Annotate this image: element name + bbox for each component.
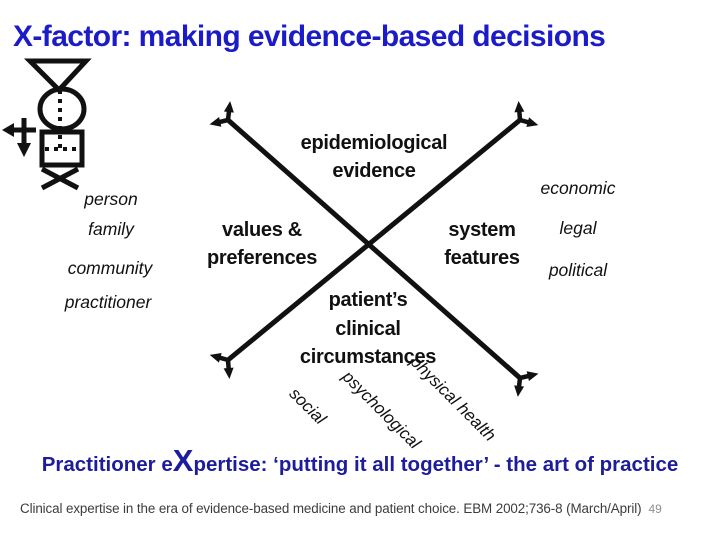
context-community: community (67, 258, 153, 278)
person-figure-icon (2, 58, 92, 191)
page-number: 49 (648, 502, 662, 516)
label-values-preferences: values & preferences (206, 219, 318, 269)
context-family: family (88, 219, 134, 239)
expertise-statement: Practitioner eXpertise: ‘putting it all … (0, 441, 720, 481)
expertise-prefix: Practitioner e (41, 453, 173, 476)
citation-text: Clinical expertise in the era of evidenc… (20, 501, 642, 516)
arrowhead-top-left (205, 96, 244, 136)
context-legal: legal (559, 218, 597, 238)
label-patients-clinical-circumstances: patient’s clinical circumstances (299, 289, 437, 368)
dimension-social: social (285, 384, 330, 429)
dimension-physical-health: physical health (406, 352, 500, 445)
down-arrowhead (17, 143, 31, 157)
context-practitioner: practitioner (64, 292, 152, 312)
context-economic: economic (540, 178, 616, 198)
slide-title: X-factor: making evidence-based decision… (13, 20, 606, 53)
label-system-features: system features (444, 219, 520, 269)
arrowhead-bottom-right (505, 361, 544, 401)
circle-shape (37, 86, 87, 132)
context-person: person (84, 189, 138, 209)
expertise-suffix: pertise: ‘putting it all together’ - the… (193, 453, 679, 476)
left-arrowhead (2, 123, 14, 137)
citation-row: Clinical expertise in the era of evidenc… (20, 500, 712, 518)
arrowhead-top-right (505, 96, 543, 137)
label-epidemiological-evidence: epidemiological evidence (300, 132, 448, 182)
square-shape (39, 129, 85, 168)
context-political: political (548, 260, 608, 280)
arrowhead-bottom-left (205, 343, 243, 384)
triangle-shape (23, 58, 92, 94)
x-mark (40, 166, 80, 191)
expertise-big-x: X (172, 443, 194, 478)
